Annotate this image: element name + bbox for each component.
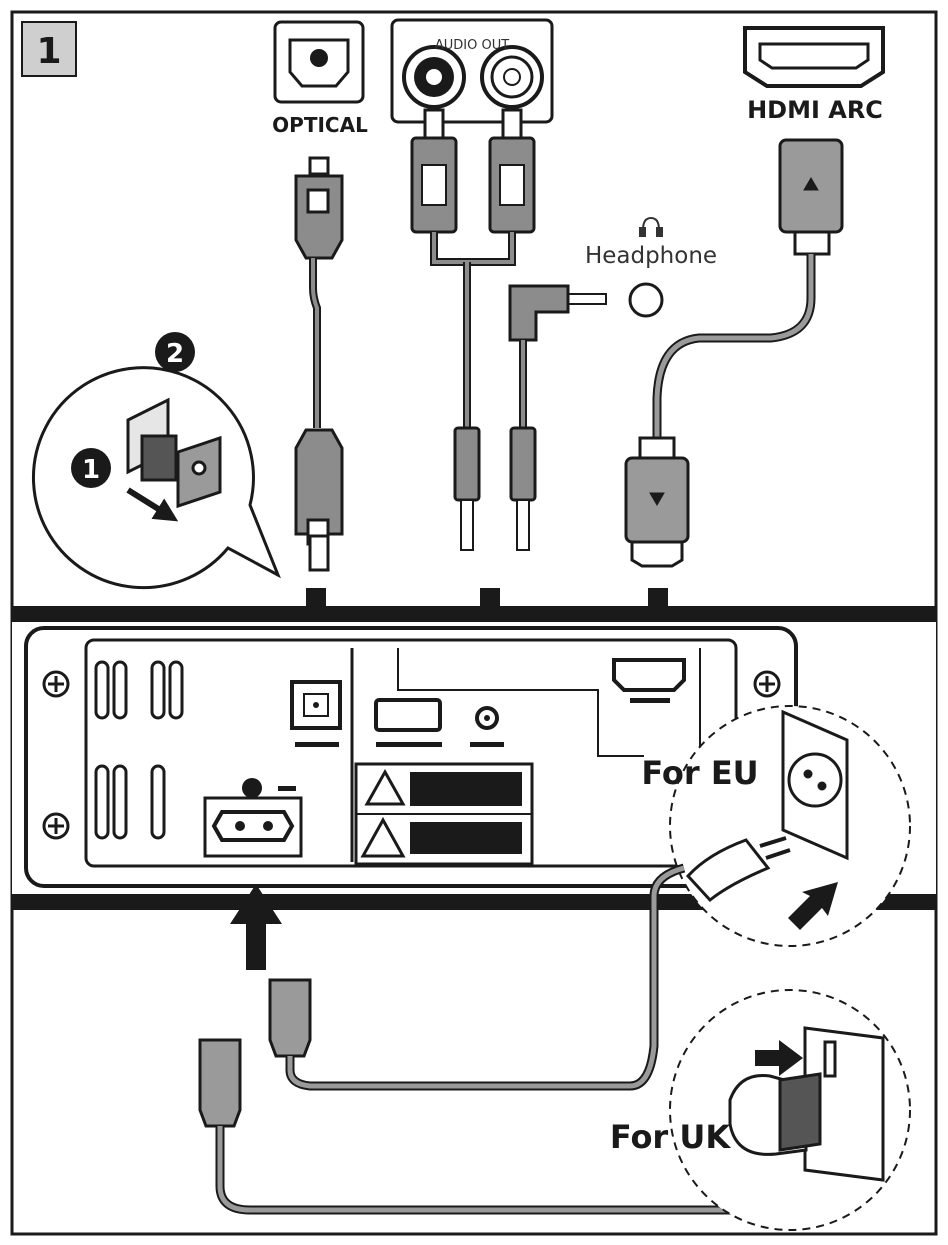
uk-plug-hand-icon [728,1072,822,1156]
sub-step-2: 2 [166,339,184,369]
headphone-jack [628,282,664,318]
hdmi-port-icon [743,26,885,88]
optical-cable [294,156,344,572]
panel-usb-port [374,698,442,747]
panel-hdmi-port [612,658,686,703]
hdmi-cable [624,138,844,568]
step-number: 1 [36,31,61,72]
sub-step-1: 1 [82,455,100,485]
uk-label: For UK [610,1118,731,1156]
eu-label: For EU [641,754,758,792]
power-cable-eu [268,863,686,1091]
headphone-icon [639,216,663,237]
eu-socket-callout: For EU [641,705,911,947]
warning-triangle-icon [364,768,406,806]
audio-out-label: AUDIO OUT [435,38,509,53]
panel-power-inlet [203,778,303,858]
clip-callout: 1 2 [31,332,281,590]
panel-optical-jack [290,680,342,747]
warning-label-area [354,762,534,866]
step-badge: 1 [21,21,77,77]
rear-panel [24,626,798,888]
audio-out-port-icon [390,18,554,124]
optical-port-icon [273,20,365,104]
screw-icon [42,670,781,840]
headphone-cable [508,284,607,551]
up-arrow-icon [803,177,819,191]
cable-clip-icon [126,397,222,509]
right-arrow-icon [126,487,179,522]
soundbar-body-top [12,606,936,622]
headphone-label: Headphone [585,243,717,269]
right-arrow-icon [788,882,838,930]
uk-socket-callout: For UK [610,989,911,1231]
eu-plug-icon [685,836,791,903]
eu-wall-socket-icon [781,709,849,861]
right-arrow-icon [755,1040,803,1076]
optical-label: OPTICAL [272,113,368,137]
panel-aux-jack [470,706,504,747]
up-arrow-icon [230,884,282,970]
warning-triangle-icon [360,816,406,858]
vent-slots [94,660,184,840]
hdmi-arc-label: HDMI ARC [747,96,883,124]
rca-cable [410,108,536,551]
down-arrow-icon [649,492,665,506]
